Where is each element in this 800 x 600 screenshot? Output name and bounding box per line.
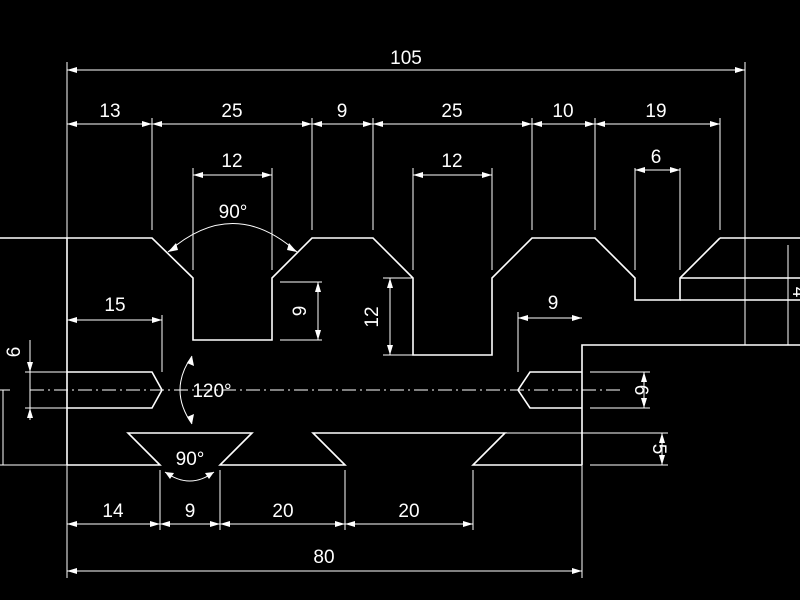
dim-depth-12: 12 [362,306,383,327]
dim-hole-depth-right: 9 [548,293,559,314]
dim-hole-left: 6 [4,347,25,358]
dim-bottom-seg1: 14 [102,501,124,522]
dim-hole-depth-left: 15 [104,295,125,316]
bottom-dimensions [66,465,583,578]
top-profile [67,237,721,356]
angle-arcs [164,223,298,482]
dim-top-seg6: 19 [645,101,666,122]
part-outline [0,237,800,466]
dim-bottom-seg3: 20 [272,501,293,522]
dim-top-seg4: 25 [441,101,462,122]
right-drill-hole [517,371,582,409]
labels: 105 13 25 9 25 10 19 12 12 6 90° 120° 90… [4,48,800,568]
angle-top-v: 90° [219,202,248,223]
angle-drill-tip: 120° [192,381,231,402]
dim-top-seg2: 25 [221,101,242,122]
mid-dimensions [67,312,582,372]
dim-top-seg1: 13 [99,101,120,122]
right-step [581,344,745,465]
dim-bottom-depth: 5 [648,444,669,455]
dim-top-seg3: 9 [337,101,348,122]
dim-slot2-width: 12 [441,151,462,172]
dim-overall-bottom: 80 [313,547,334,568]
dim-slot3-width: 6 [651,147,662,168]
dim-edge-partial: 4 [788,287,800,298]
dim-overall-top: 105 [390,48,422,69]
dim-slot1-width: 12 [221,151,242,172]
angle-bottom-v: 90° [176,449,205,470]
bottom-profile [67,432,582,466]
top-dimension-lines [67,67,745,178]
dim-hole-right: 6 [630,385,651,396]
dim-depth-9: 9 [290,306,311,317]
top-v-angle-arc [167,223,298,253]
dim-top-seg5: 10 [552,101,573,122]
top-extension-lines [66,62,746,345]
dim-bottom-seg2: 9 [185,501,196,522]
dim-bottom-seg4: 20 [398,501,419,522]
side-dimensions [0,245,789,466]
